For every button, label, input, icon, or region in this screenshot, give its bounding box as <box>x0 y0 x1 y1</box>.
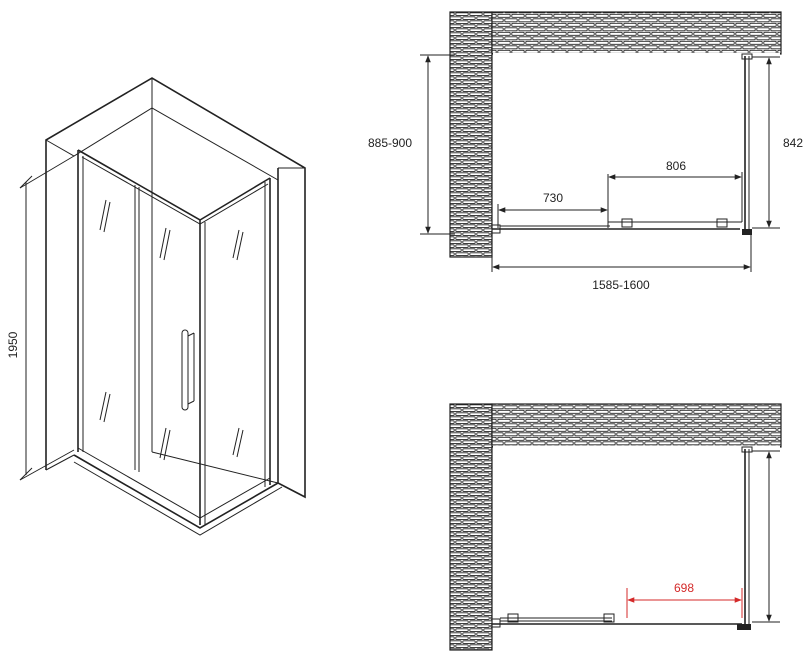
top-fixed-panel-dimension: 730 <box>497 191 608 228</box>
top-width-dimension: 1585-1600 <box>491 232 752 292</box>
bottom-side-dimension <box>752 450 780 623</box>
depth-label: 885-900 <box>368 136 412 150</box>
bottom-brick-walls <box>449 403 782 651</box>
bottom-enclosure <box>491 446 753 630</box>
bottom-plan-view: 698 <box>449 403 782 651</box>
door-opening-label: 806 <box>666 159 686 173</box>
top-enclosure <box>491 53 753 235</box>
side-panel-label: 842 <box>783 136 803 150</box>
top-plan-view: 885-900 842 806 730 1585-1600 <box>368 11 803 292</box>
iso-height-dimension: 1950 <box>6 155 75 481</box>
iso-glass-reflections <box>99 199 244 461</box>
width-label: 1585-1600 <box>592 278 650 292</box>
top-side-panel-dimension: 842 <box>752 56 803 229</box>
fixed-panel-label: 730 <box>543 191 563 205</box>
top-depth-dimension: 885-900 <box>368 54 455 235</box>
opening-label: 698 <box>674 581 694 595</box>
iso-door-handle <box>181 329 195 411</box>
iso-height-label: 1950 <box>6 331 20 358</box>
top-door-opening-dimension: 806 <box>607 159 743 228</box>
top-brick-walls <box>449 11 782 258</box>
isometric-view: 1950 <box>6 77 306 536</box>
bottom-opening-dimension: 698 <box>626 581 743 618</box>
iso-wall-outline <box>45 77 306 499</box>
iso-shower-frame <box>73 149 283 536</box>
